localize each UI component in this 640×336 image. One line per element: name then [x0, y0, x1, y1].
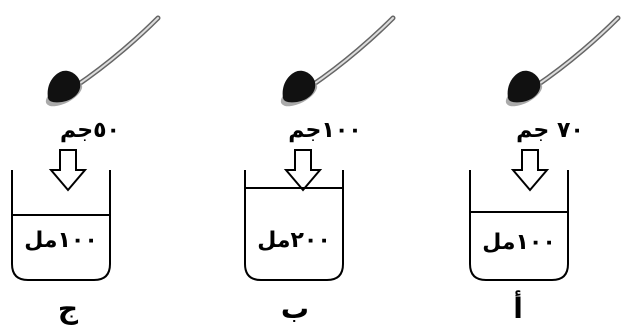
spoon-with-solid-icon — [280, 15, 396, 107]
beaker-icon — [244, 170, 344, 281]
down-arrow-icon — [283, 149, 323, 192]
volume-label: ٢٠٠مل — [257, 228, 331, 253]
beaker-icon — [469, 170, 569, 281]
setup-c: ٥٠جم ١٠٠مل ج — [0, 0, 180, 336]
down-arrow-icon — [48, 149, 88, 192]
spoon-with-solid-icon — [505, 15, 621, 107]
option-label-a: أ — [513, 292, 523, 325]
setup-a: ٧٠ جم ١٠٠مل أ — [460, 0, 640, 336]
mass-label: ٧٠ جم — [516, 118, 584, 143]
mass-label: ١٠٠جم — [288, 118, 362, 143]
volume-label: ١٠٠مل — [24, 228, 98, 253]
mass-label: ٥٠جم — [60, 118, 120, 143]
down-arrow-icon — [510, 149, 550, 192]
volume-label: ١٠٠مل — [482, 230, 556, 255]
spoon-with-solid-icon — [45, 15, 161, 107]
beaker-icon — [11, 170, 111, 281]
option-label-c: ج — [57, 292, 79, 325]
option-label-b: ب — [280, 292, 310, 325]
setup-b: ١٠٠جم ٢٠٠مل ب — [235, 0, 415, 336]
